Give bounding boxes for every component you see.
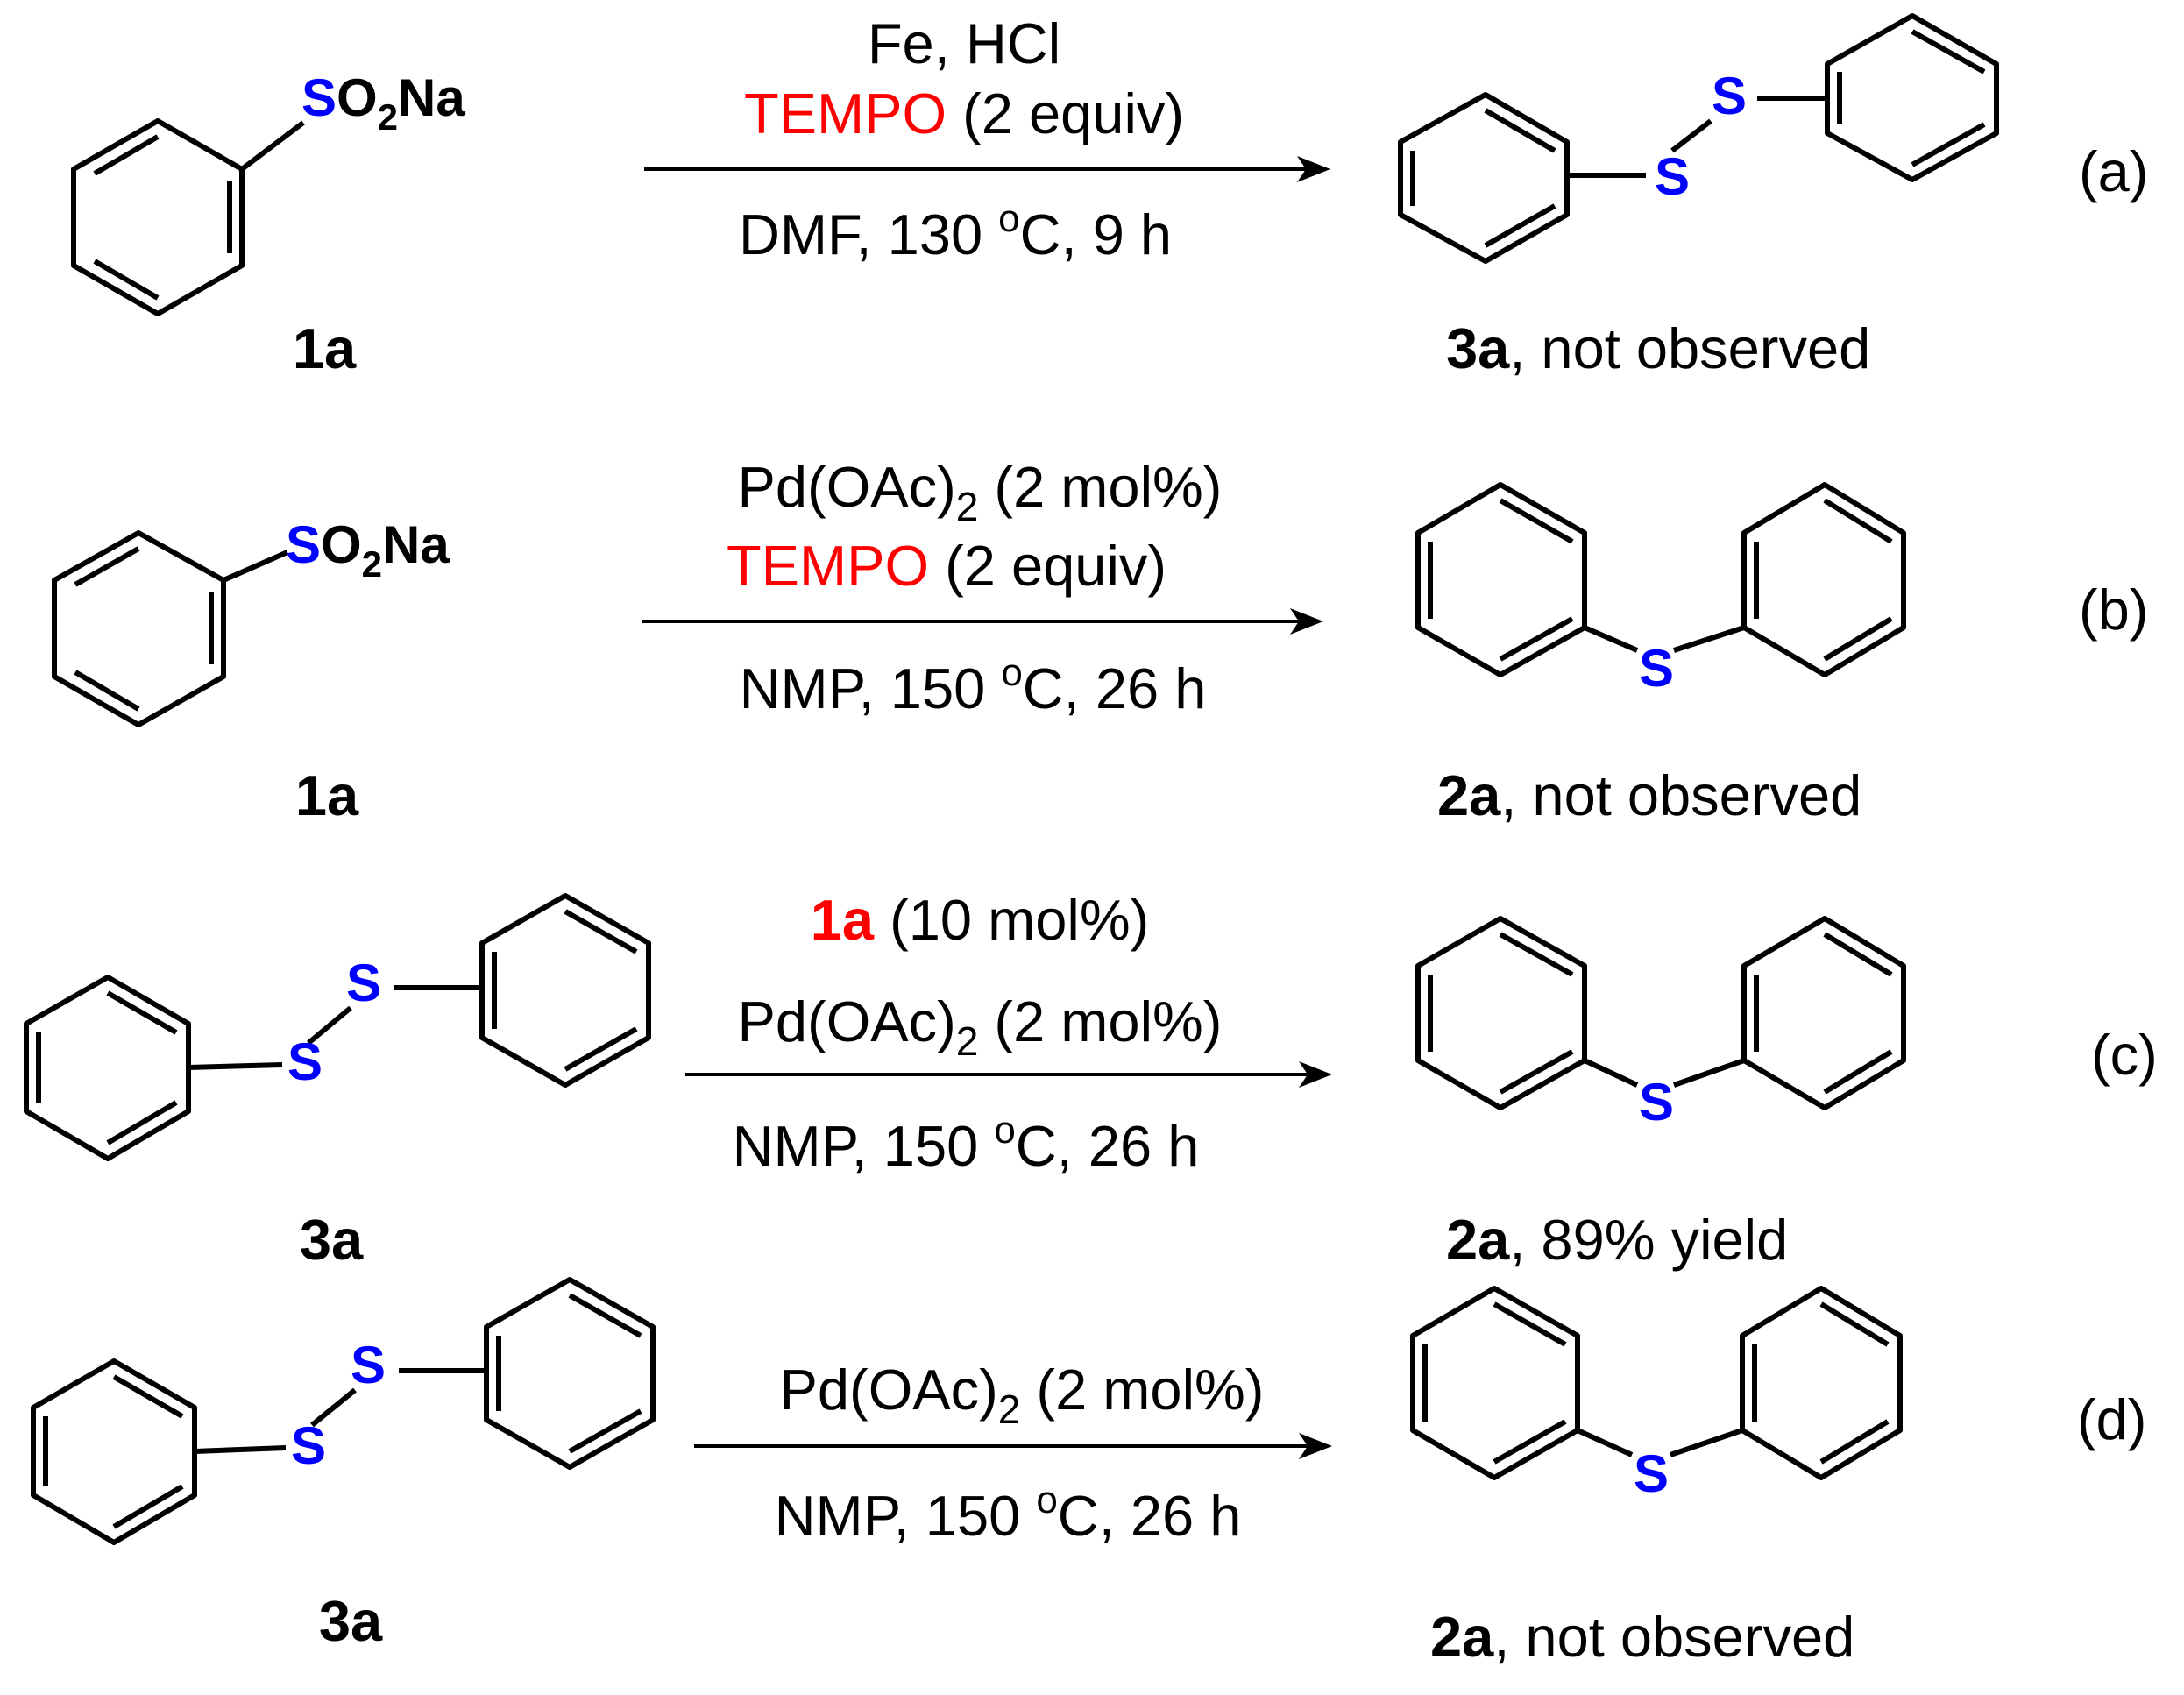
reaction-d: S S 3a Pd(OAc)2 (2 mol%) NMP, 150 oC, 26… — [31, 1277, 2146, 1669]
sulfinate-group-label: O2Na — [321, 515, 450, 585]
reaction-arrow — [642, 608, 1323, 635]
diphenyl-disulfide-structure: S S — [24, 893, 651, 1161]
sulfur-atom-label: S — [1639, 639, 1674, 698]
reactant-label: 3a — [300, 1208, 364, 1272]
condition-line-1: Fe, HCl — [868, 11, 1060, 75]
diphenyl-sulfide-structure: S — [1415, 916, 1906, 1131]
condition-solvent-temperature: NMP, 150 oC, 26 h — [733, 1109, 1200, 1178]
diphenyl-sulfide-structure: S — [1415, 482, 1906, 698]
reactant-label: 1a — [293, 316, 357, 380]
diphenyl-disulfide-structure: S S — [1398, 13, 1999, 264]
reaction-arrow — [644, 156, 1330, 182]
reaction-tag: (d) — [2077, 1387, 2146, 1451]
sulfur-atom-label: S — [287, 1032, 323, 1091]
reaction-arrow — [694, 1433, 1332, 1459]
sulfur-atom-label: S — [301, 68, 337, 127]
reactant-label: 1a — [295, 763, 359, 827]
condition-line-2: Pd(OAc)2 (2 mol%) — [738, 989, 1223, 1064]
product-label: 2a, 89% yield — [1446, 1208, 1788, 1272]
condition-line-1: Pd(OAc)2 (2 mol%) — [738, 455, 1223, 529]
reactant-label: 3a — [319, 1589, 383, 1653]
product-label: 2a, not observed — [1437, 763, 1861, 827]
sulfur-atom-label: S — [286, 515, 321, 574]
benzenesulfinate-structure: S O2Na — [52, 515, 450, 727]
condition-solvent-temperature: NMP, 150 oC, 26 h — [740, 651, 1207, 720]
condition-line-1: 1a (10 mol%) — [811, 888, 1150, 952]
sulfur-atom-label: S — [1712, 67, 1747, 125]
condition-line-1: Pd(OAc)2 (2 mol%) — [780, 1358, 1265, 1432]
reaction-tag: (c) — [2091, 1023, 2158, 1087]
condition-solvent-temperature: NMP, 150 oC, 26 h — [775, 1479, 1242, 1548]
sulfur-atom-label: S — [351, 1336, 386, 1394]
sulfur-atom-label: S — [1639, 1073, 1674, 1131]
product-label: 3a, not observed — [1446, 316, 1870, 380]
sulfur-atom-label: S — [1634, 1444, 1669, 1503]
reaction-c: S S 3a 1a (10 mol%) Pd(OAc)2 (2 mol%) NM… — [24, 888, 2158, 1272]
reaction-tag: (a) — [2079, 139, 2148, 203]
condition-solvent-temperature: DMF, 130 oC, 9 h — [739, 197, 1172, 266]
sulfur-atom-label: S — [291, 1416, 326, 1475]
sulfinate-group-label: O2Na — [337, 68, 465, 138]
benzenesulfinate-structure: S O2Na — [71, 68, 465, 316]
reaction-arrow — [685, 1061, 1332, 1088]
reaction-tag: (b) — [2079, 578, 2148, 642]
sulfur-atom-label: S — [346, 954, 381, 1012]
reaction-b: S O2Na 1a Pd(OAc)2 (2 mol%) TEMPO (2 equ… — [52, 455, 2148, 827]
condition-line-2: TEMPO (2 equiv) — [744, 82, 1184, 145]
diphenyl-sulfide-structure: S — [1410, 1286, 1903, 1503]
product-label: 2a, not observed — [1430, 1605, 1854, 1669]
reaction-a: S O2Na 1a Fe, HCl TEMPO (2 equiv) DMF, 1… — [71, 11, 2148, 380]
condition-line-2: TEMPO (2 equiv) — [727, 534, 1166, 598]
diphenyl-disulfide-structure: S S — [31, 1277, 656, 1545]
sulfur-atom-label: S — [1655, 147, 1690, 206]
